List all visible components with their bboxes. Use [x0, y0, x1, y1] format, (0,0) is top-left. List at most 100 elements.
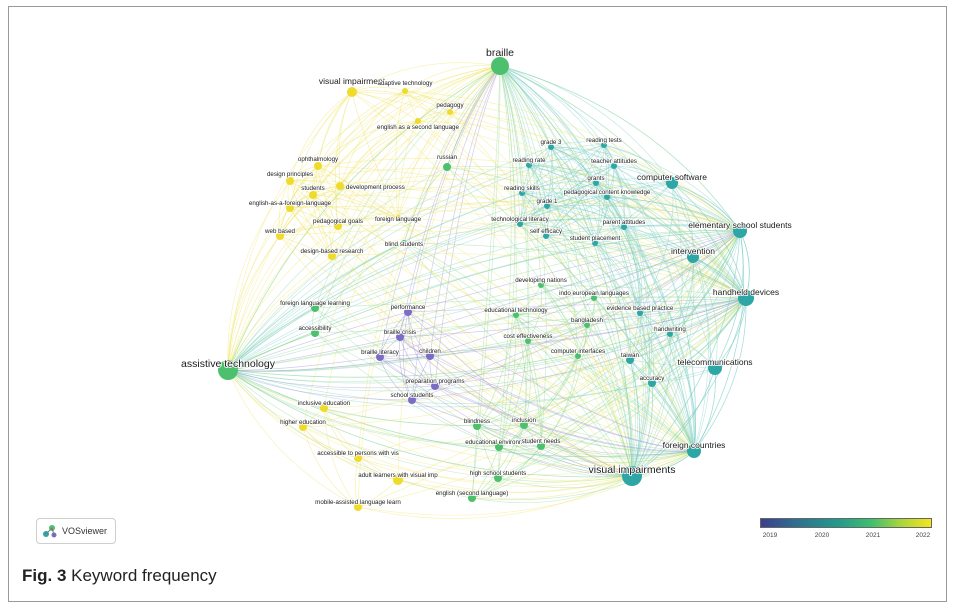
node-circle[interactable] [376, 353, 384, 361]
node-circle[interactable] [431, 382, 439, 390]
node-circle[interactable] [309, 191, 317, 199]
node-circle[interactable] [395, 215, 401, 221]
keyword-node[interactable]: preparation programs [405, 377, 465, 390]
node-circle[interactable] [473, 422, 481, 430]
node-circle[interactable] [601, 142, 607, 148]
node-circle[interactable] [584, 322, 590, 328]
node-circle[interactable] [311, 329, 319, 337]
keyword-node[interactable]: student needs [521, 437, 561, 450]
keyword-node[interactable]: technological literacy [490, 215, 550, 227]
node-circle[interactable] [494, 474, 502, 482]
node-circle[interactable] [408, 396, 416, 404]
keyword-node[interactable]: inclusive education [297, 399, 351, 412]
keyword-node[interactable]: educational environment [464, 438, 534, 451]
keyword-node[interactable]: computer software [636, 171, 708, 189]
keyword-node[interactable]: visual impairment [318, 75, 387, 97]
node-circle[interactable] [218, 360, 238, 380]
node-circle[interactable] [637, 310, 643, 316]
node-circle[interactable] [738, 290, 754, 306]
node-circle[interactable] [491, 57, 509, 75]
node-circle[interactable] [347, 87, 357, 97]
node-circle[interactable] [626, 356, 634, 364]
node-circle[interactable] [548, 144, 554, 150]
keyword-node[interactable]: elementary school students [687, 219, 793, 238]
keyword-node[interactable]: bangladesh [570, 316, 604, 328]
node-circle[interactable] [526, 162, 532, 168]
keyword-node[interactable]: grade 3 [540, 138, 563, 150]
node-circle[interactable] [604, 194, 610, 200]
node-circle[interactable] [519, 190, 525, 196]
keyword-node[interactable]: grants [587, 174, 605, 186]
node-circle[interactable] [328, 252, 336, 260]
node-circle[interactable] [648, 379, 656, 387]
node-circle[interactable] [537, 442, 545, 450]
keyword-node[interactable]: handheld devices [712, 286, 780, 306]
node-circle[interactable] [447, 109, 453, 115]
node-circle[interactable] [468, 494, 476, 502]
node-circle[interactable] [336, 182, 344, 190]
node-circle[interactable] [354, 454, 362, 462]
keyword-node[interactable]: english-as-a-foreign-language [248, 199, 332, 212]
keyword-node[interactable]: grade 1 [536, 197, 559, 209]
node-circle[interactable] [401, 240, 407, 246]
keyword-node[interactable]: development process [336, 182, 406, 192]
node-circle[interactable] [708, 361, 722, 375]
node-circle[interactable] [393, 475, 403, 485]
keyword-node[interactable]: teacher attitudes [590, 157, 638, 169]
keyword-node[interactable]: adult learners with visual imp [357, 471, 439, 485]
keyword-node[interactable]: braille crisis [383, 328, 417, 341]
node-circle[interactable] [311, 304, 319, 312]
keyword-node[interactable]: inclusion [511, 416, 537, 429]
keyword-node[interactable]: accessibility [298, 324, 333, 337]
node-circle[interactable] [520, 421, 528, 429]
node-circle[interactable] [543, 233, 549, 239]
keyword-node[interactable]: assistive technology [180, 357, 277, 380]
keyword-node[interactable]: pedagogy [436, 101, 465, 115]
keyword-node[interactable]: foreign language [374, 215, 422, 224]
keyword-node[interactable]: performance [390, 303, 427, 316]
keyword-node[interactable]: computer interfaces [550, 347, 606, 359]
node-circle[interactable] [286, 204, 294, 212]
node-circle[interactable] [517, 221, 523, 227]
keyword-node[interactable]: russian [436, 153, 458, 171]
keyword-node[interactable]: taiwan [620, 351, 640, 364]
keyword-node[interactable]: visual impairments [588, 463, 676, 486]
keyword-node[interactable]: indo european languages [558, 289, 630, 301]
node-circle[interactable] [592, 240, 598, 246]
keyword-node[interactable]: cost effectiveness [503, 332, 553, 344]
node-circle[interactable] [314, 162, 322, 170]
node-circle[interactable] [687, 444, 701, 458]
keyword-node[interactable]: mobile-assisted language learn [314, 498, 402, 511]
keyword-node[interactable]: evidence based practice [606, 304, 675, 316]
keyword-node[interactable]: accuracy [639, 374, 666, 387]
keyword-node[interactable]: blind students [384, 240, 424, 249]
node-circle[interactable] [525, 338, 531, 344]
node-circle[interactable] [404, 308, 412, 316]
node-circle[interactable] [299, 423, 307, 431]
keyword-node[interactable]: self efficacy [529, 227, 564, 239]
keyword-node[interactable]: pedagogical goals [312, 217, 364, 230]
keyword-node[interactable]: braille literacy [360, 348, 401, 361]
keyword-node[interactable]: higher education [279, 418, 327, 431]
node-circle[interactable] [666, 177, 678, 189]
node-circle[interactable] [733, 224, 747, 238]
node-circle[interactable] [575, 353, 581, 359]
keyword-node[interactable]: reading tests [585, 136, 623, 148]
node-circle[interactable] [415, 118, 421, 124]
keyword-node[interactable]: high school students [469, 469, 527, 482]
node-circle[interactable] [611, 163, 617, 169]
keyword-node[interactable]: foreign countries [662, 439, 726, 458]
keyword-node[interactable]: english (second language) [435, 489, 509, 502]
keyword-node[interactable]: reading rate [512, 156, 547, 168]
keyword-node[interactable]: developing nations [514, 276, 568, 288]
keyword-node[interactable]: educational technology [484, 306, 549, 318]
node-circle[interactable] [667, 331, 673, 337]
keyword-node[interactable]: foreign language learning [279, 299, 351, 312]
keyword-node[interactable]: reading skills [503, 184, 541, 196]
keyword-node[interactable]: braille [485, 46, 515, 75]
keyword-node[interactable]: adaptive technology [377, 79, 434, 94]
keyword-node[interactable]: handwriting [653, 325, 687, 337]
node-circle[interactable] [495, 443, 503, 451]
node-circle[interactable] [544, 203, 550, 209]
keyword-node[interactable]: telecommunications [677, 356, 753, 375]
